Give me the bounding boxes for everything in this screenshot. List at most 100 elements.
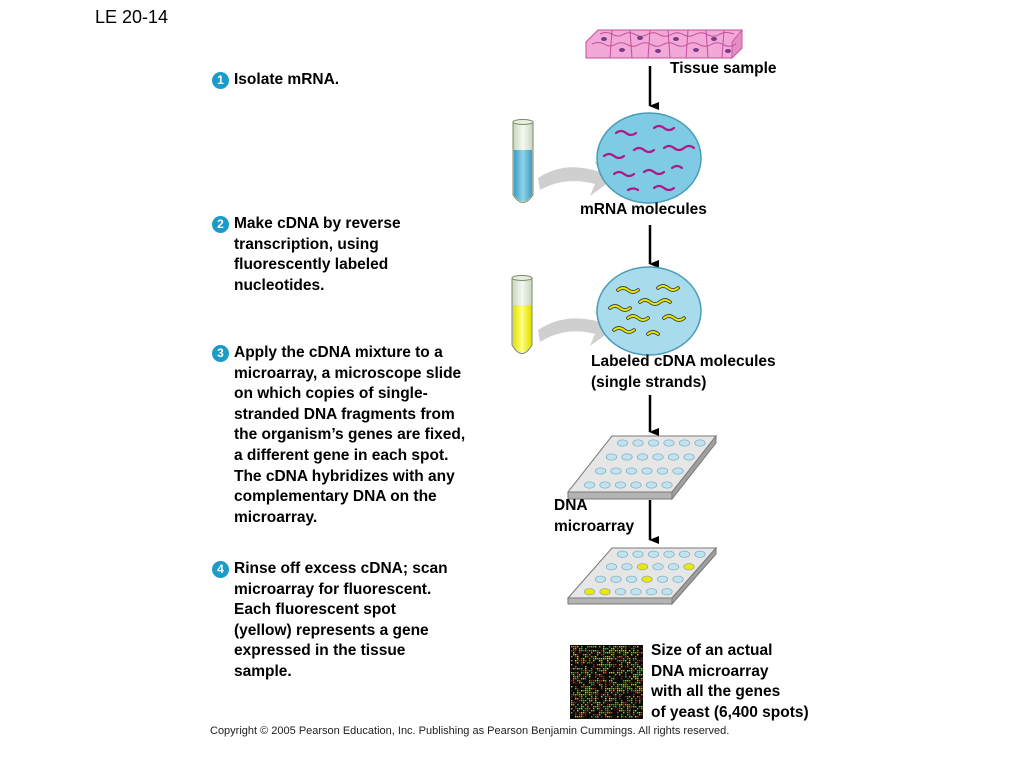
photo-dot — [633, 664, 635, 666]
label-actual-microarray: Size of an actual DNA microarray with al… — [651, 642, 809, 721]
photo-dot — [629, 660, 631, 662]
photo-dot — [601, 688, 603, 690]
photo-dot — [635, 692, 637, 694]
photo-dot — [585, 672, 587, 674]
photo-dot — [595, 646, 597, 648]
photo-dot — [629, 662, 631, 664]
photo-dot — [575, 714, 577, 716]
step-3: 3 Apply the cDNA mixture to a microarray… — [212, 343, 465, 528]
photo-dot — [605, 656, 607, 658]
fluorescent-spot — [683, 563, 695, 571]
photo-dot — [639, 674, 641, 676]
photo-dot — [581, 672, 583, 674]
photo-dot — [639, 698, 641, 700]
photo-dot — [625, 674, 627, 676]
photo-dot — [591, 670, 593, 672]
photo-dot — [611, 658, 613, 660]
photo-dot — [623, 704, 625, 706]
photo-dot — [589, 690, 591, 692]
photo-dot — [573, 676, 575, 678]
photo-dot — [571, 650, 573, 652]
photo-dot — [633, 690, 635, 692]
photo-dot — [577, 710, 579, 712]
photo-dot — [581, 690, 583, 692]
photo-dot — [593, 664, 595, 666]
photo-dot — [575, 686, 577, 688]
photo-dot — [607, 706, 609, 708]
photo-dot — [613, 658, 615, 660]
photo-dot — [605, 688, 607, 690]
photo-dot — [585, 714, 587, 716]
photo-dot — [597, 682, 599, 684]
photo-dot — [627, 658, 629, 660]
photo-dot — [627, 680, 629, 682]
photo-dot — [579, 660, 581, 662]
photo-dot — [629, 658, 631, 660]
photo-dot — [579, 650, 581, 652]
photo-dot — [589, 662, 591, 664]
test-tube-yellow — [511, 275, 533, 354]
array-spot — [661, 481, 673, 489]
photo-dot — [583, 690, 585, 692]
photo-dot — [637, 716, 639, 718]
photo-dot — [617, 660, 619, 662]
photo-dot — [605, 700, 607, 702]
photo-dot — [633, 714, 635, 716]
photo-dot — [625, 656, 627, 658]
photo-dot — [617, 656, 619, 658]
photo-dot — [593, 656, 595, 658]
photo-dot — [603, 656, 605, 658]
photo-dot — [575, 676, 577, 678]
photo-dot — [589, 678, 591, 680]
photo-dot — [631, 652, 633, 654]
photo-dot — [641, 688, 643, 690]
photo-dot — [633, 646, 635, 648]
photo-dot — [603, 658, 605, 660]
array-spot — [656, 467, 669, 475]
photo-dot — [589, 658, 591, 660]
photo-dot — [619, 696, 621, 698]
label-mrna-molecules: mRNA molecules — [580, 201, 707, 218]
photo-dot — [621, 702, 623, 704]
photo-dot — [597, 678, 599, 680]
photo-dot — [621, 664, 623, 666]
photo-dot — [591, 672, 593, 674]
photo-dot — [619, 710, 621, 712]
photo-dot — [605, 648, 607, 650]
photo-dot — [619, 664, 621, 666]
photo-dot — [611, 652, 613, 654]
photo-dot — [599, 712, 601, 714]
photo-dot — [589, 676, 591, 678]
photo-dot — [627, 656, 629, 658]
photo-dot — [601, 660, 603, 662]
step-3-text: Apply the cDNA mixture to a microarray, … — [234, 344, 466, 526]
photo-dot — [619, 656, 621, 658]
photo-dot — [579, 680, 581, 682]
photo-dot — [629, 686, 631, 688]
photo-dot — [611, 678, 613, 680]
photo-dot — [637, 708, 639, 710]
photo-dot — [585, 690, 587, 692]
photo-dot — [627, 652, 629, 654]
photo-dot — [627, 712, 629, 714]
photo-dot — [591, 656, 593, 658]
photo-dot — [637, 700, 639, 702]
photo-dot — [583, 658, 585, 660]
cdna-bubble — [596, 266, 702, 356]
photo-dot — [585, 696, 587, 698]
photo-dot — [587, 694, 589, 696]
photo-dot — [639, 660, 641, 662]
photo-dot — [621, 656, 623, 658]
scanned-microarray-slide — [566, 546, 718, 606]
photo-dot — [589, 660, 591, 662]
photo-dot — [639, 702, 641, 704]
tissue-sample-image — [585, 28, 743, 59]
photo-dot — [601, 696, 603, 698]
photo-dot — [641, 714, 643, 716]
photo-dot — [635, 706, 637, 708]
copyright-notice: Copyright © 2005 Pearson Education, Inc.… — [210, 725, 730, 737]
photo-dot — [591, 682, 593, 684]
photo-dot — [611, 682, 613, 684]
array-spot — [630, 588, 642, 596]
array-spot — [672, 575, 684, 583]
